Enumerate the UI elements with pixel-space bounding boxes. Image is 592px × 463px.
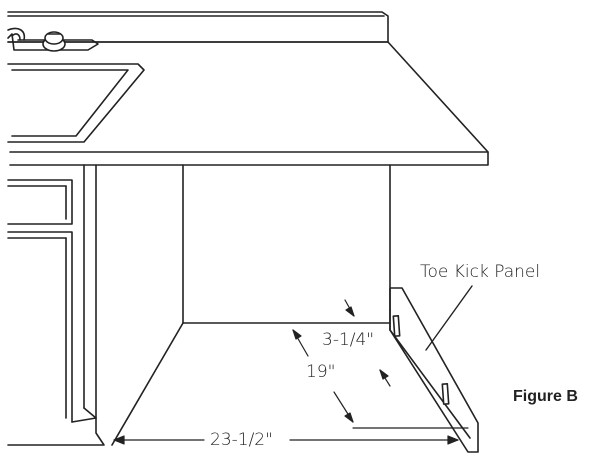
faucet (8, 28, 98, 51)
dishwasher-opening (112, 165, 390, 445)
figure-label: Figure B (513, 388, 578, 405)
dimension-width: 23-1/2" (210, 430, 273, 450)
sink (8, 64, 144, 142)
dimension-depth-front: 3-1/4" (322, 330, 375, 350)
toe-kick-panel-label: Toe Kick Panel (420, 262, 541, 282)
backsplash (8, 12, 388, 42)
countertop (8, 42, 488, 165)
toe-kick-panel (390, 288, 478, 452)
dimension-depth-side: 19" (306, 362, 336, 382)
dimension-19-lines (293, 330, 468, 428)
dimension-3-1-4-lines (345, 300, 390, 386)
left-cabinet (8, 165, 104, 445)
dimension-23-1-2-lines (114, 436, 458, 444)
toe-kick-leader (426, 286, 472, 350)
